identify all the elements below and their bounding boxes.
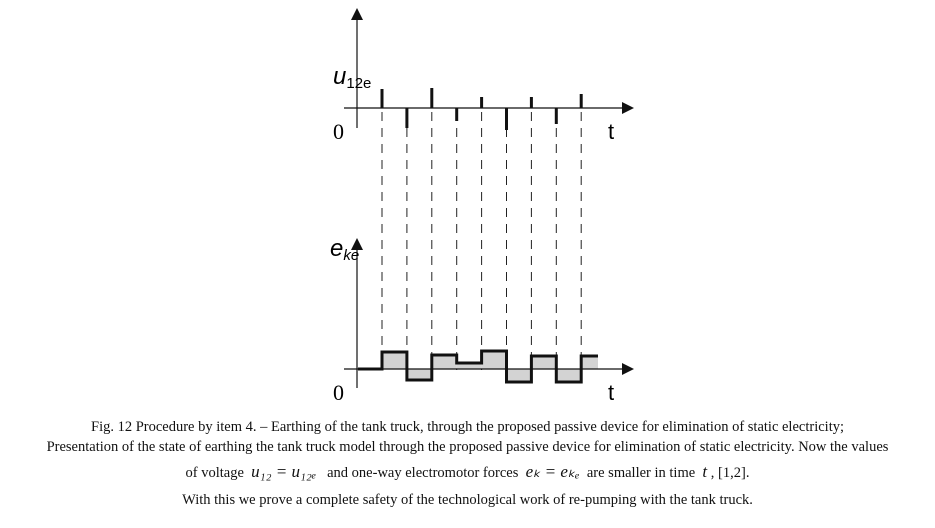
diagram: u12e 0 t eke 0 t	[330, 8, 634, 405]
u-axis-label: u12e	[333, 63, 371, 92]
caption-line-2: Presentation of the state of earthing th…	[46, 439, 889, 455]
e-t-label: t	[608, 380, 614, 405]
u-impulses	[380, 88, 583, 130]
caption-line-4: With this we prove a complete safety of …	[182, 492, 753, 508]
step-line	[358, 349, 598, 384]
step-fill	[531, 356, 557, 369]
step-fill	[382, 352, 407, 369]
equation-t: t	[702, 462, 708, 481]
caption-text: of voltage	[185, 465, 244, 481]
e-axis-label: eke	[330, 235, 359, 264]
equation-u: u₁₂ = u₁₂ₑ	[251, 462, 317, 481]
dashed-guides	[381, 112, 582, 370]
step-fill	[556, 369, 582, 382]
caption-line-1: Fig. 12 Procedure by item 4. – Earthing …	[91, 419, 844, 435]
step-fill	[481, 351, 507, 369]
caption-text: , [1,2].	[710, 465, 750, 481]
step-fill	[431, 355, 457, 369]
u-origin-label: 0	[333, 119, 344, 144]
e-origin-label: 0	[333, 380, 344, 405]
step-fill	[406, 369, 432, 380]
e-step-area	[358, 349, 598, 384]
step-fill	[506, 369, 532, 382]
u-t-label: t	[608, 119, 614, 144]
step-fill	[456, 363, 482, 369]
step-fill	[581, 356, 598, 369]
caption-line-3: of voltage u₁₂ = u₁₂ₑ and one-way electr…	[0, 462, 935, 483]
caption-text: are smaller in time	[586, 465, 696, 481]
caption-text: and one-way electromotor forces	[327, 465, 519, 481]
equation-e: eₖ = eₖₑ	[525, 462, 580, 481]
